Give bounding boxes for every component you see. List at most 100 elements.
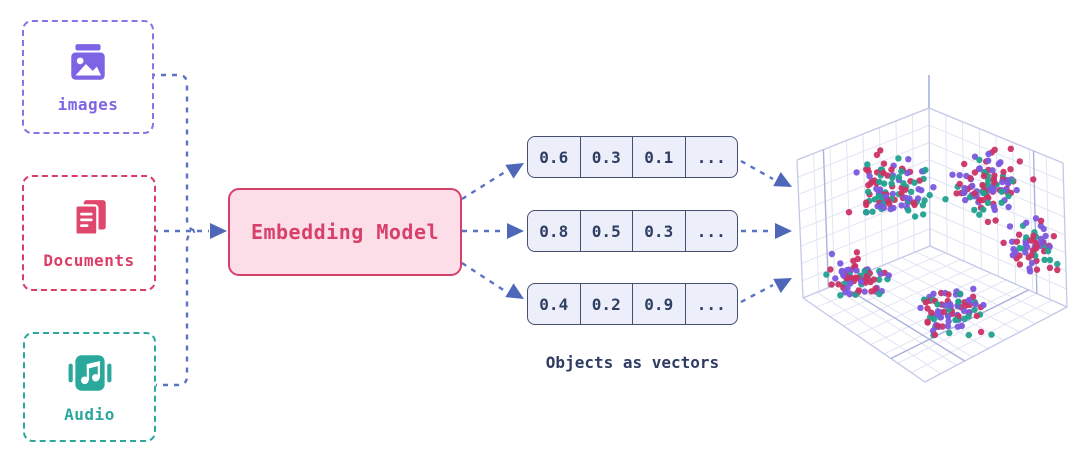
embedding-dot (1023, 219, 1030, 226)
embedding-dot (1013, 186, 1020, 194)
embedding-dot (954, 323, 962, 330)
embedding-dot (853, 267, 860, 274)
images-box: images (22, 20, 154, 134)
embedding-dot (889, 190, 896, 198)
embedding-dot (980, 172, 988, 180)
embedding-dot (977, 328, 985, 336)
embedding-dot (876, 290, 883, 298)
embedding-dot (976, 156, 983, 164)
embedding-dot (961, 315, 968, 322)
embedding-dot (979, 181, 986, 189)
embedding-dot (971, 169, 979, 176)
embedding-dot (920, 211, 927, 218)
embedding-dot (992, 217, 999, 224)
embedding-dot (989, 167, 996, 174)
embedding-dot (863, 199, 870, 206)
embedding-dot (902, 186, 909, 193)
embedding-dot (956, 180, 963, 188)
embedding-dot (1040, 225, 1047, 233)
embedding-dot (835, 281, 842, 288)
embedding-dot (853, 249, 861, 256)
embedding-dot (984, 199, 992, 206)
embedding-dot (947, 302, 954, 310)
embedding-dot (966, 194, 974, 201)
embedding-dot (930, 184, 937, 191)
embedding-dot (965, 331, 972, 339)
embedding-dot (869, 208, 876, 215)
embedding-dot (979, 196, 986, 204)
embedding-dot (1054, 266, 1061, 274)
embedding-dot (837, 260, 844, 267)
embedding-dot (926, 191, 933, 199)
arrow-icon (505, 163, 524, 179)
embedding-dot (991, 146, 998, 153)
embedding-dot (991, 179, 998, 186)
embedding-dot (998, 199, 1005, 206)
embedding-dot (919, 202, 927, 209)
vector-value: 0.1 (632, 137, 685, 177)
embedding-dot (1005, 203, 1012, 211)
embedding-dot (956, 172, 963, 179)
embedding-model-box: Embedding Model (228, 188, 462, 276)
embedding-dot (885, 272, 892, 279)
embedding-dot (1015, 231, 1023, 238)
embedding-dot (898, 202, 905, 209)
vector-value: 0.2 (579, 284, 633, 324)
embedding-dot (956, 290, 964, 297)
arrow-icon (505, 283, 524, 299)
embedding-dot (888, 180, 895, 187)
vector-value-ellipsis: ... (684, 137, 738, 177)
embedding-dot (828, 281, 835, 288)
embedding-dot (1042, 232, 1049, 240)
embedding-dot (832, 275, 839, 282)
images-label: images (57, 95, 119, 114)
embedding-dot (889, 174, 896, 181)
embedding-dot (1044, 248, 1052, 255)
vector-row: 0.4 0.2 0.9 ... (527, 283, 738, 325)
embedding-dot (971, 153, 979, 160)
embedding-dot (852, 274, 859, 281)
embedding-dot (904, 169, 911, 177)
image-icon (71, 44, 105, 80)
embedding-dot (973, 312, 980, 320)
vector-value: 0.5 (579, 211, 633, 251)
embedding-dot (853, 169, 860, 176)
embedding-dot (877, 147, 884, 154)
embedding-dot (863, 166, 870, 173)
embedding-dot (960, 307, 968, 315)
embedding-dot (962, 302, 970, 309)
embedding-dot (1013, 238, 1021, 245)
embedding-dot (960, 189, 967, 196)
embedding-dot (972, 301, 979, 308)
embedding-dot (916, 177, 923, 184)
embedding-dot (876, 178, 883, 185)
embedding-dot (970, 285, 977, 292)
embedding-dot (962, 196, 969, 204)
embedding-dot (863, 273, 870, 280)
embedding-dot (873, 151, 881, 159)
vector-value: 0.3 (579, 137, 633, 177)
embedding-dot (918, 187, 925, 194)
embedding-dot (1029, 247, 1037, 254)
embedding-dot (934, 301, 941, 308)
embedding-dot (949, 171, 956, 178)
embedding-dot (917, 304, 924, 312)
embedding-dot (1016, 158, 1023, 165)
embedding-dot (930, 315, 938, 323)
embedding-dot (922, 299, 929, 306)
embedding-dot (898, 168, 905, 175)
embedding-dot (922, 166, 929, 174)
embedding-dot (911, 179, 918, 186)
embedding-dot (1033, 266, 1041, 273)
embedding-dot (888, 166, 895, 173)
embedding-dot (985, 157, 992, 164)
arrow-icon (507, 223, 524, 239)
audio-box: Audio (23, 332, 156, 442)
embedding-dot (1009, 238, 1016, 245)
embedding-dot (971, 190, 978, 197)
embedding-dot (998, 188, 1005, 195)
embedding-dot (1028, 259, 1036, 267)
embedding-dot (855, 287, 862, 294)
embedding-dot (870, 276, 878, 283)
embedding-dot (1030, 176, 1037, 183)
